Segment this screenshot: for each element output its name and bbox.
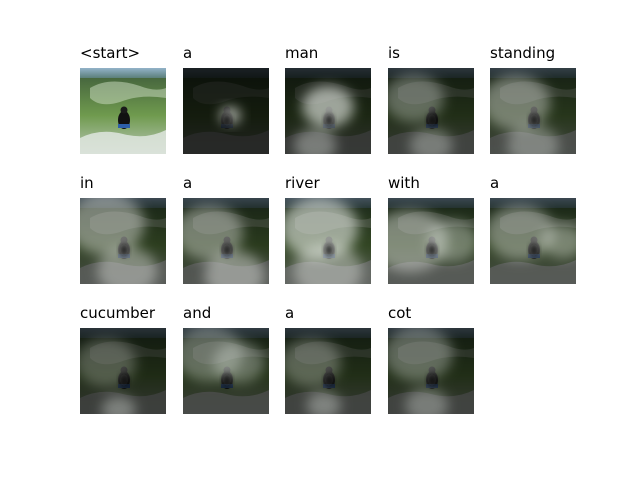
caption-word: and — [183, 304, 212, 322]
caption-word: a — [183, 174, 193, 192]
cell-1: a — [183, 44, 269, 154]
caption-word: a — [490, 174, 500, 192]
attention-map — [183, 198, 269, 284]
attention-map — [388, 68, 474, 154]
caption-word: cucumber — [80, 304, 156, 322]
attention-map — [388, 328, 474, 414]
caption-word: in — [80, 174, 94, 192]
cell-2: man — [285, 44, 371, 154]
surfer-photo — [80, 68, 166, 154]
cell-0: <start> — [80, 44, 166, 154]
attention-map — [183, 68, 269, 154]
attention-map — [285, 68, 371, 154]
attention-map — [80, 198, 166, 284]
cell-6: a — [183, 174, 269, 284]
caption-word: <start> — [80, 44, 141, 62]
caption-word: cot — [388, 304, 412, 322]
cell-10: cucumber — [80, 304, 166, 414]
caption-word: with — [388, 174, 420, 192]
attention-map — [388, 198, 474, 284]
attention-map — [490, 198, 576, 284]
caption-word: a — [183, 44, 193, 62]
cell-13: cot — [388, 304, 474, 414]
attention-map — [490, 68, 576, 154]
caption-word: is — [388, 44, 400, 62]
caption-word: a — [285, 304, 295, 322]
cell-12: a — [285, 304, 371, 414]
attention-map — [285, 198, 371, 284]
attention-map — [80, 328, 166, 414]
attention-map — [285, 328, 371, 414]
caption-word: standing — [490, 44, 556, 62]
cell-3: is — [388, 44, 474, 154]
cell-8: with — [388, 174, 474, 284]
cell-5: in — [80, 174, 166, 284]
cell-9: a — [490, 174, 576, 284]
cell-7: river — [285, 174, 371, 284]
cell-11: and — [183, 304, 269, 414]
caption-word: river — [285, 174, 320, 192]
caption-word: man — [285, 44, 319, 62]
cell-4: standing — [490, 44, 576, 154]
attention-map — [183, 328, 269, 414]
